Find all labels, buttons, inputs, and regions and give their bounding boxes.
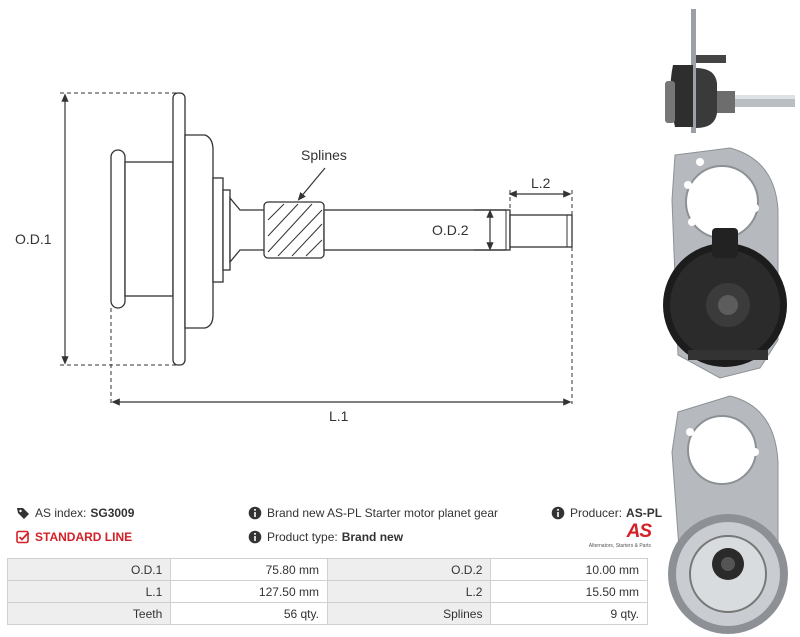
info-icon: [551, 506, 565, 520]
spec-value: 15.50 mm: [490, 580, 648, 603]
spec-key: Splines: [326, 602, 492, 625]
table-row: L.1 127.50 mm L.2 15.50 mm: [6, 580, 648, 603]
as-index-label: AS index:: [35, 506, 87, 520]
product-photo-side: [665, 9, 795, 133]
l1-label: L.1: [329, 408, 349, 424]
spec-value: 10.00 mm: [490, 558, 648, 581]
info-icon: [248, 530, 262, 544]
description-row: Brand new AS-PL Starter motor planet gea…: [248, 506, 498, 520]
spec-value: 56 qty.: [170, 602, 328, 625]
part-outline: [110, 92, 573, 366]
extension-lines: [60, 92, 573, 404]
producer-value: AS-PL: [626, 506, 663, 520]
brand-logo-mark: AS: [626, 521, 652, 542]
spec-key: L.2: [326, 580, 492, 603]
checkbox-icon: [16, 530, 30, 544]
dimension-arrows: [61, 93, 572, 406]
spec-key: O.D.2: [326, 558, 492, 581]
spec-key: O.D.1: [6, 558, 172, 581]
product-type-label: Product type:: [267, 530, 338, 544]
spec-key: Teeth: [6, 602, 172, 625]
info-icon: [248, 506, 262, 520]
spec-value: 75.80 mm: [170, 558, 328, 581]
specs-table: O.D.1 75.80 mm O.D.2 10.00 mm L.1 127.50…: [6, 558, 648, 625]
technical-drawing: O.D.1 Splines O.D.2 L.2 L.1: [15, 92, 573, 424]
as-index-value: SG3009: [90, 506, 135, 520]
od1-label: O.D.1: [15, 231, 52, 247]
producer-row: Producer: AS-PL: [551, 506, 662, 520]
splines-label: Splines: [301, 147, 347, 163]
brand-logo: AS Alternators, Starters & Parts: [585, 521, 652, 549]
product-photo-front: [663, 147, 787, 379]
od2-label: O.D.2: [432, 222, 469, 238]
tag-icon: [17, 508, 29, 519]
table-row: O.D.1 75.80 mm O.D.2 10.00 mm: [6, 558, 648, 581]
product-photo-rear: [668, 395, 788, 634]
spec-value: 9 qty.: [490, 602, 648, 625]
product-type-value: Brand new: [341, 530, 404, 544]
brand-logo-tagline: Alternators, Starters & Parts: [588, 543, 651, 549]
spec-value: 127.50 mm: [170, 580, 328, 603]
table-row: Teeth 56 qty. Splines 9 qty.: [6, 602, 648, 625]
as-index-row: AS index: SG3009: [16, 506, 134, 520]
product-type-row: Product type: Brand new: [248, 530, 403, 544]
spec-key: L.1: [6, 580, 172, 603]
product-description: Brand new AS-PL Starter motor planet gea…: [267, 506, 499, 520]
standard-line-label: STANDARD LINE: [35, 530, 133, 544]
spline-teeth: [267, 203, 323, 257]
producer-label: Producer:: [570, 506, 623, 520]
standard-line-row: STANDARD LINE: [16, 530, 132, 544]
l2-label: L.2: [531, 175, 551, 191]
